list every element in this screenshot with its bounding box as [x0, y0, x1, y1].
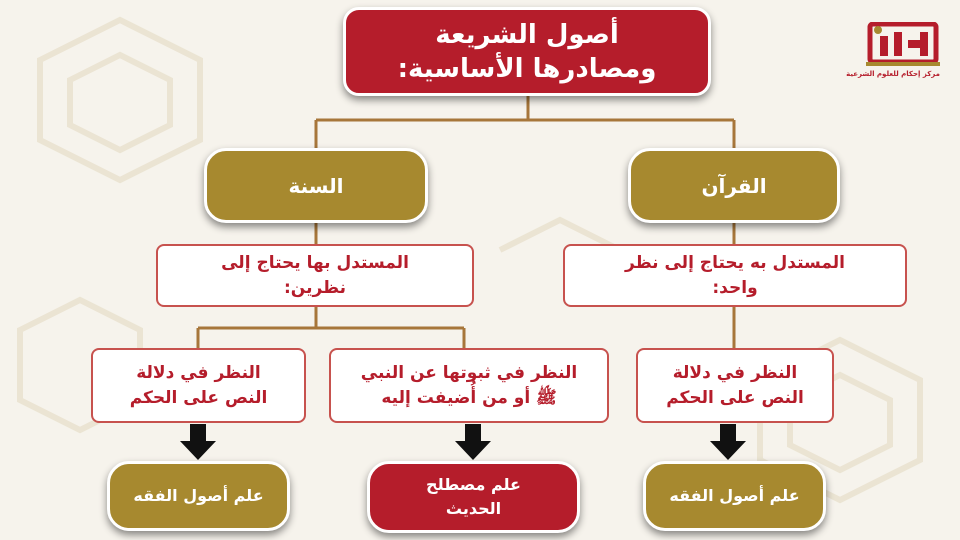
quran-aspect-box: النظر في دلالة النص على الحكم	[636, 348, 834, 423]
main-title-line-1: أصول الشريعة	[435, 19, 619, 50]
quran-result-box: علم أصول الفقه	[643, 461, 826, 531]
quran-description-line-1: المستدل به يحتاج إلى نظر	[625, 252, 845, 273]
quran-aspect-line-2: النص على الحكم	[666, 387, 804, 408]
quran-result: علم أصول الفقه	[669, 486, 800, 505]
sunnah-description-line-2: نظرين:	[284, 277, 346, 298]
quran-description-line-2: واحد:	[712, 277, 758, 298]
quran-aspect-line-1: النظر في دلالة	[672, 362, 798, 383]
main-title-box: أصول الشريعة ومصادرها الأساسية:	[343, 7, 711, 96]
arrow-down-icon	[710, 424, 746, 460]
sunnah-authenticity-result-line-1: علم مصطلح	[426, 475, 521, 494]
sunnah-authenticity-aspect-line-2: ﷺ أو من أُضيفت إليه	[381, 387, 557, 408]
sunnah-authenticity-aspect-line-1: النظر في ثبوتها عن النبي	[360, 362, 578, 383]
sunnah-description-line-1: المستدل بها يحتاج إلى	[221, 252, 409, 273]
sunnah-label-box: السنة	[204, 148, 428, 223]
quran-label-box: القرآن	[628, 148, 840, 223]
sunnah-authenticity-result-line-2: الحديث	[445, 499, 502, 518]
logo-tagline: مركز إحكام للعلوم الشرعية	[846, 70, 940, 78]
main-title-line-2: ومصادرها الأساسية:	[397, 53, 657, 84]
sunnah-meaning-aspect-line-2: النص على الحكم	[129, 387, 268, 408]
ihkam-logo-icon	[866, 21, 940, 66]
quran-description-box: المستدل به يحتاج إلى نظر واحد:	[563, 244, 907, 307]
sunnah-meaning-result-box: علم أصول الفقه	[107, 461, 290, 531]
ihkam-logo: مركز إحكام للعلوم الشرعية	[846, 21, 940, 90]
sunnah-label: السنة	[288, 173, 344, 198]
sunnah-authenticity-result-box: علم مصطلح الحديث	[367, 461, 580, 533]
arrow-down-icon	[180, 424, 216, 460]
sunnah-authenticity-aspect-box: النظر في ثبوتها عن النبي ﷺ أو من أُضيفت …	[329, 348, 609, 423]
sunnah-meaning-aspect-line-1: النظر في دلالة	[136, 362, 261, 383]
sunnah-description-box: المستدل بها يحتاج إلى نظرين:	[156, 244, 474, 307]
sunnah-meaning-aspect-box: النظر في دلالة النص على الحكم	[91, 348, 306, 423]
arrow-down-icon	[455, 424, 491, 460]
quran-label: القرآن	[701, 173, 767, 198]
sunnah-meaning-result: علم أصول الفقه	[133, 486, 264, 505]
